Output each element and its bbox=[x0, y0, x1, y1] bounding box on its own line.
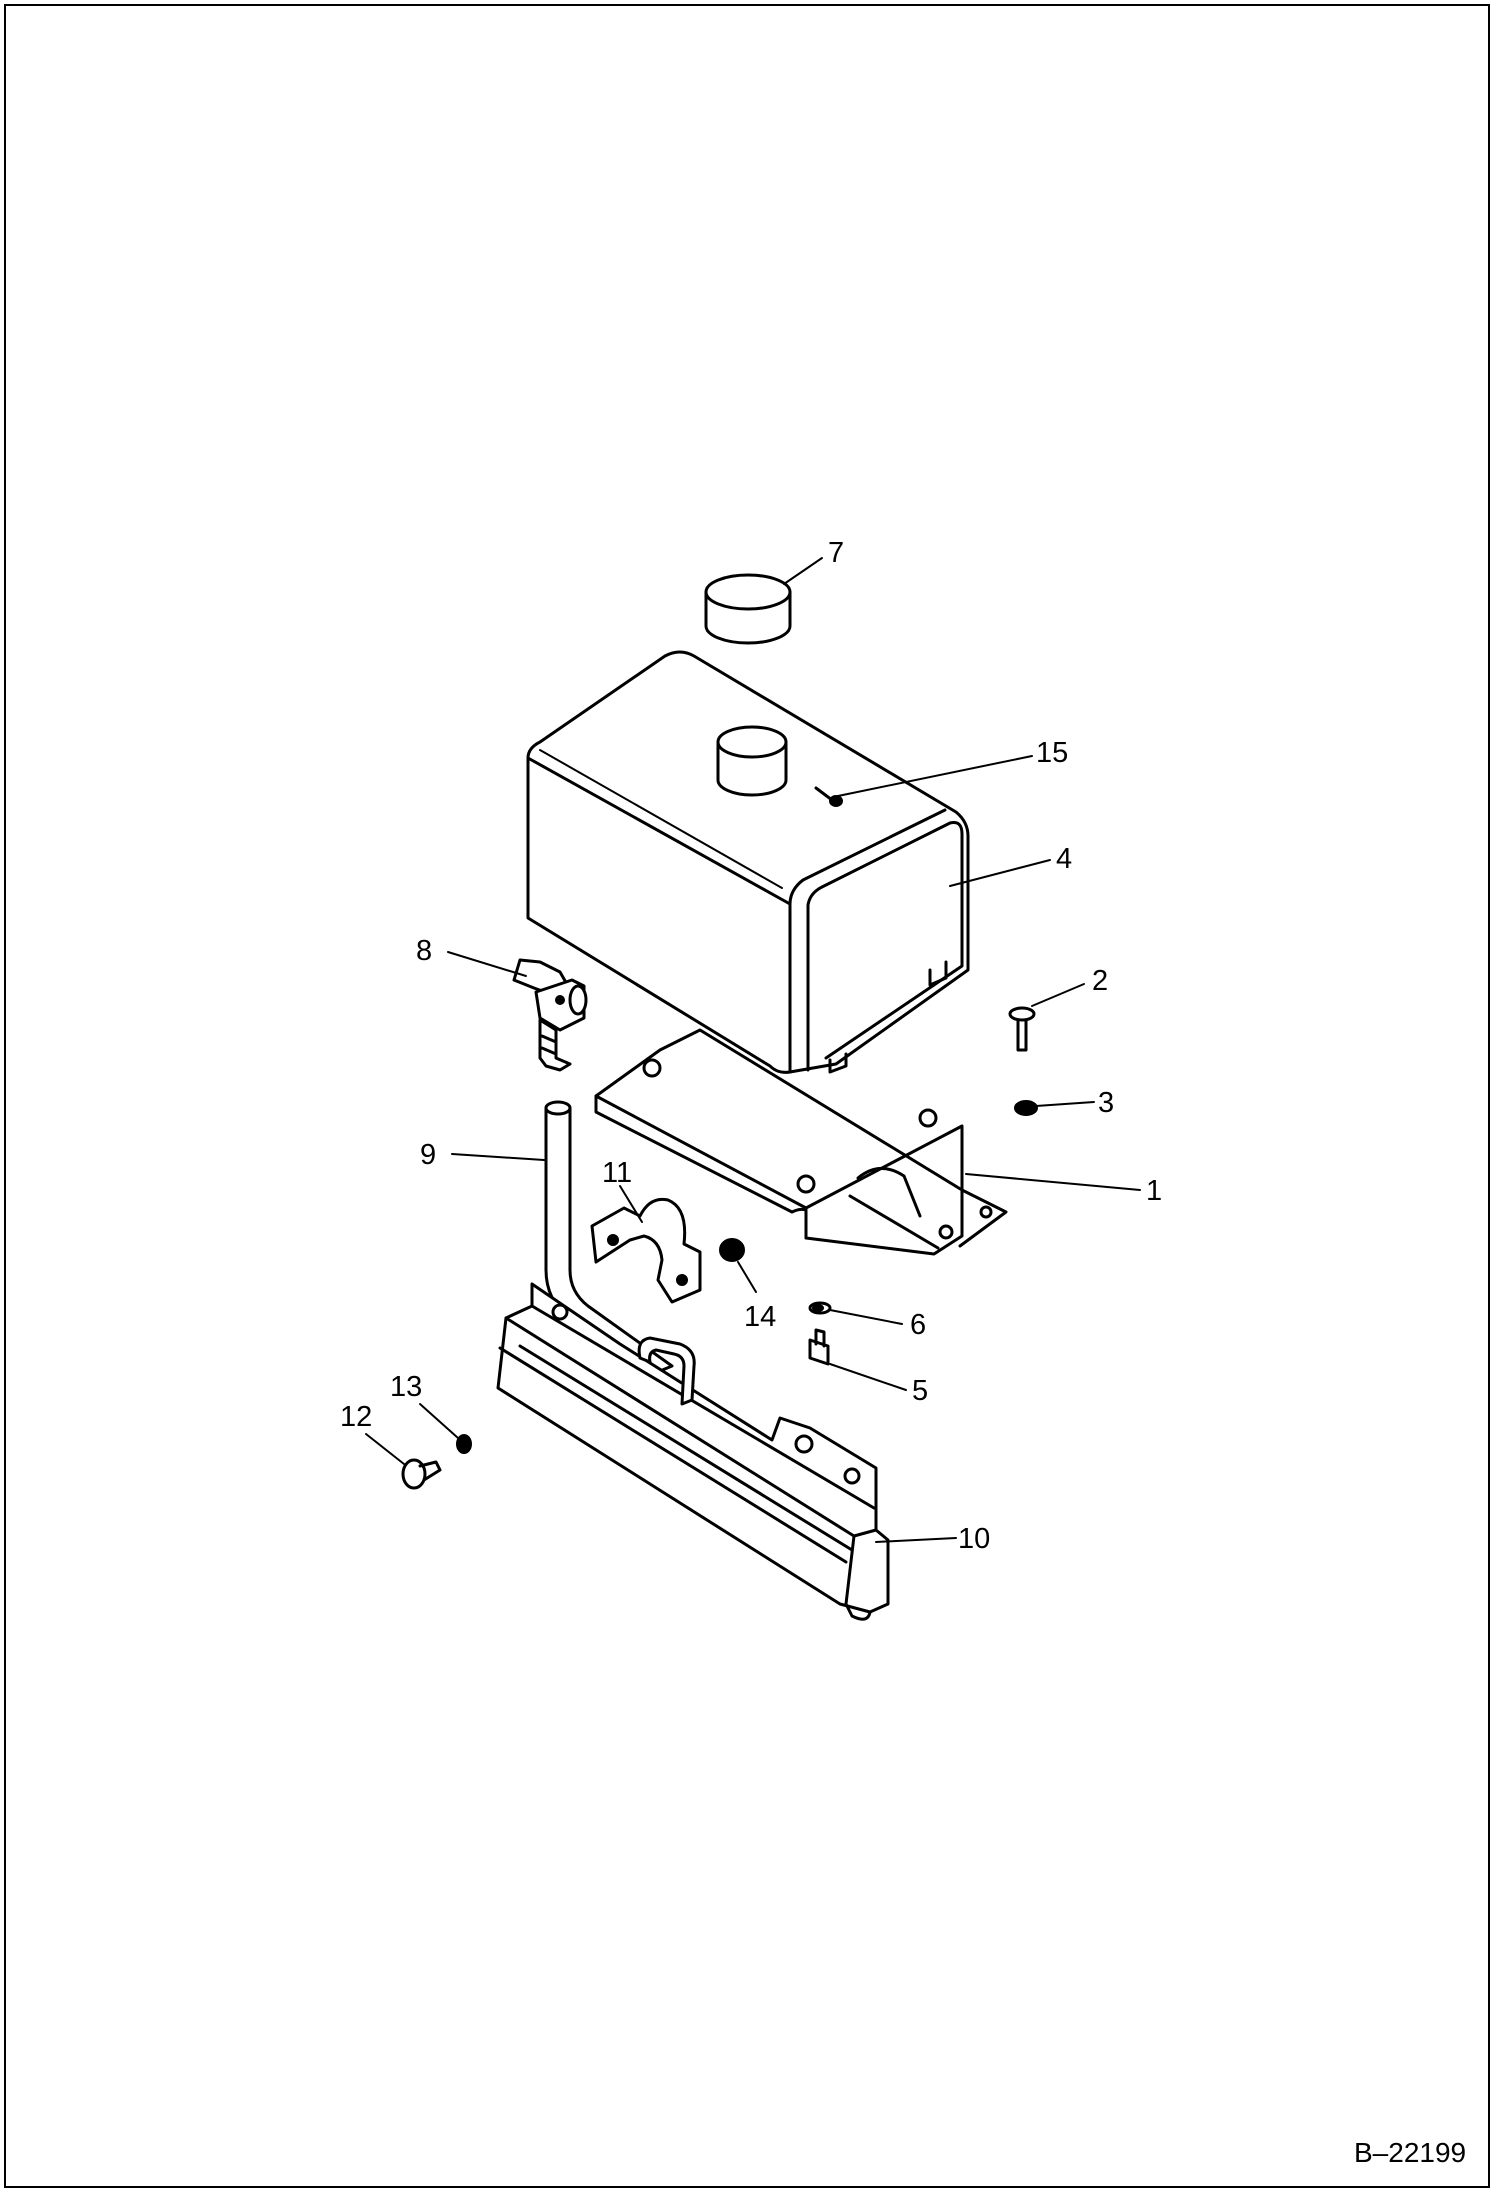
leader-2 bbox=[1031, 983, 1085, 1007]
tank-body-part bbox=[526, 650, 970, 1074]
leader-lines bbox=[365, 557, 1141, 1543]
drain-valve-part bbox=[512, 958, 588, 1072]
leader-14 bbox=[737, 1261, 757, 1293]
washer-part-3 bbox=[1014, 1100, 1038, 1116]
bolt-part-5 bbox=[808, 1328, 830, 1366]
grommet-part bbox=[719, 1238, 745, 1262]
washer-part-6 bbox=[808, 1301, 832, 1315]
mounting-rail-part bbox=[496, 1282, 890, 1621]
nut-part-13 bbox=[456, 1434, 472, 1454]
mounting-bracket-part bbox=[594, 1028, 1008, 1256]
callout-11: 11 bbox=[602, 1157, 632, 1189]
leader-4 bbox=[949, 859, 1051, 887]
leader-8 bbox=[447, 951, 527, 977]
screw-part-15 bbox=[814, 786, 843, 807]
figure-reference-number: B–22199 bbox=[1354, 2137, 1466, 2168]
callout-14: 14 bbox=[744, 1301, 776, 1333]
callout-2: 2 bbox=[1092, 965, 1108, 997]
callout-13: 13 bbox=[390, 1371, 422, 1403]
callout-10: 10 bbox=[958, 1523, 990, 1555]
leader-11 bbox=[619, 1185, 643, 1223]
filler-neck-part bbox=[716, 725, 788, 797]
leader-3 bbox=[1035, 1101, 1095, 1107]
callout-15: 15 bbox=[1036, 737, 1068, 769]
callout-9: 9 bbox=[420, 1139, 436, 1171]
callout-3: 3 bbox=[1098, 1087, 1114, 1119]
fuel-hose-part bbox=[544, 1100, 674, 1378]
leader-6 bbox=[829, 1309, 903, 1325]
callout-12: 12 bbox=[340, 1401, 372, 1433]
callout-4: 4 bbox=[1056, 843, 1072, 875]
leader-10 bbox=[875, 1537, 957, 1543]
bolt-part-12 bbox=[401, 1458, 442, 1490]
callout-7: 7 bbox=[828, 537, 844, 569]
leader-5 bbox=[829, 1363, 907, 1391]
callout-8: 8 bbox=[416, 935, 432, 967]
leader-1 bbox=[965, 1173, 1141, 1191]
callout-6: 6 bbox=[910, 1309, 926, 1341]
leader-7 bbox=[783, 557, 823, 585]
hose-clamp-part bbox=[590, 1197, 702, 1304]
leader-13 bbox=[419, 1403, 459, 1439]
leader-12 bbox=[365, 1433, 405, 1465]
leader-15 bbox=[837, 755, 1033, 797]
bolt-part-2 bbox=[1008, 1006, 1036, 1052]
leader-9 bbox=[451, 1153, 545, 1161]
tank-cap-part bbox=[704, 573, 792, 645]
callout-5: 5 bbox=[912, 1375, 928, 1407]
callout-1: 1 bbox=[1146, 1175, 1162, 1207]
